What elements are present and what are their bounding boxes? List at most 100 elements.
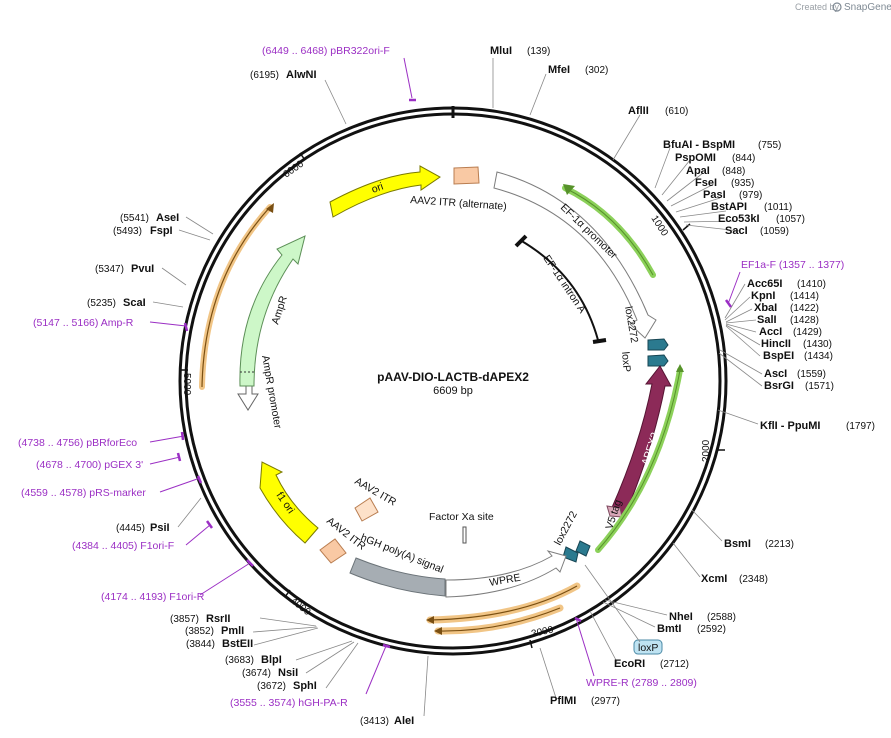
site-rsrii-pos: (3857) [170, 614, 199, 625]
site-blpi-name: BlpI [261, 654, 282, 666]
loxp-bottom-box-label: loxP [638, 642, 658, 654]
wpre-orange-arc-outer-core [429, 585, 578, 621]
site-apai-pos: (848) [722, 166, 745, 177]
site-scai-name: ScaI [123, 297, 146, 309]
site-mlui-pos: (139) [527, 46, 550, 57]
site-rsrii-name: RsrII [206, 613, 230, 625]
snapgene-brand: SnapGene [844, 2, 891, 13]
created-by-text: Created by [795, 2, 840, 12]
site-bsrgi-name: BsrGI [764, 380, 794, 392]
site-psii-pos: (4445) [116, 523, 145, 534]
site-pflmi-name: PflMI [550, 695, 576, 707]
left-orange-arc-core [201, 206, 271, 388]
site-bsrgi-pos: (1571) [805, 381, 834, 392]
primer-labels: (6449 .. 6468) pBR322ori-F EF1a-F (1357 … [18, 45, 844, 709]
site-scai-pos: (5235) [87, 298, 116, 309]
site-bstapi-name: BstAPI [711, 201, 747, 213]
site-xbai-pos: (1422) [790, 303, 819, 314]
site-psii-name: PsiI [150, 522, 170, 534]
lox2272-top-marker [647, 338, 669, 351]
plasmid-name: pAAV-DIO-LACTB-dAPEX2 [377, 370, 529, 384]
site-hincii-pos: (1430) [803, 339, 832, 350]
site-nhei-name: NheI [669, 611, 693, 623]
site-asei-pos: (5541) [120, 213, 149, 224]
site-pvui-name: PvuI [131, 263, 154, 275]
site-mfei-name: MfeI [548, 64, 570, 76]
ampr-promoter-label: AmpR promoter [259, 354, 284, 430]
site-pvui-pos: (5347) [95, 264, 124, 275]
factor-xa-marker [462, 526, 467, 544]
site-fsei-name: FseI [695, 177, 717, 189]
tick-6000 [299, 152, 306, 161]
ef1a-promoter-label: EF-1α promoter [558, 202, 620, 262]
site-apai-name: ApaI [686, 165, 710, 177]
ef1a-intron-start-cap [514, 234, 528, 248]
primer-prs-marker: (4559 .. 4578) pRS-marker [21, 487, 146, 499]
site-eco53ki-name: Eco53kI [718, 213, 760, 225]
primer-pgex3: (4678 .. 4700) pGEX 3' [36, 459, 143, 471]
site-kpni-name: KpnI [751, 290, 775, 302]
primer-wpre-r: WPRE-R (2789 .. 2809) [586, 677, 697, 689]
tick-label-4000: 4000 [288, 596, 313, 619]
site-sphi-name: SphI [293, 680, 317, 692]
ef1a-promoter-green-arc-inner [564, 187, 654, 276]
site-xbai-name: XbaI [754, 302, 777, 314]
wpre-label: WPRE [488, 572, 521, 589]
apex2-arrow [609, 365, 672, 518]
ef1a-promoter-arrow [493, 171, 657, 339]
site-saci-pos: (1059) [760, 226, 789, 237]
tick-3000 [529, 639, 533, 649]
primer-f1ori-r: (4174 .. 4193) F1ori-R [101, 591, 205, 603]
ori-label: ori [370, 181, 385, 196]
primer-pbr322ori-f: (6449 .. 6468) pBR322ori-F [262, 45, 390, 57]
primer-f1ori-f: (4384 .. 4405) F1ori-F [72, 540, 174, 552]
site-alwni-pos: (6195) [250, 70, 279, 81]
site-acci-pos: (1429) [793, 327, 822, 338]
site-aflii-pos: (610) [665, 106, 688, 117]
apex2-green-arrowhead-icon [676, 364, 684, 372]
wpre-orange-arrowhead-2-icon [434, 627, 442, 635]
site-kfli-pos: (1797) [846, 421, 875, 432]
wpre-orange-arc-inner-core [437, 607, 561, 632]
tick-label-2000: 2000 [701, 439, 712, 462]
aav2-itr-alternate-label: AAV2 ITR (alternate) [410, 194, 507, 213]
site-bstapi-pos: (1011) [764, 202, 792, 213]
site-eco53ki-pos: (1057) [776, 214, 805, 225]
factor-xa-label: Factor Xa site [429, 511, 494, 523]
primer-ef1a-f: EF1a-F (1357 .. 1377) [741, 259, 844, 271]
hgh-polya-bar [349, 557, 446, 597]
site-asci-pos: (1559) [797, 369, 826, 380]
site-ecori-pos: (2712) [660, 659, 689, 670]
site-pflmi-pos: (2977) [591, 696, 620, 707]
site-bspei-pos: (1434) [804, 351, 833, 362]
scale-ticks [181, 152, 725, 649]
aav2-itr-outer-box [319, 538, 347, 564]
site-fspi-pos: (5493) [113, 226, 142, 237]
site-sphi-pos: (3672) [257, 681, 286, 692]
site-alei-pos: (3413) [360, 716, 389, 727]
ef1a-intron-end-cap [592, 338, 607, 344]
ampr-label: AmpR [269, 294, 290, 326]
loxp-bottom-leader [584, 564, 641, 643]
site-bmti-pos: (2592) [697, 624, 726, 635]
site-bspei-name: BspEI [763, 350, 794, 362]
site-xcmi-pos: (2348) [739, 574, 768, 585]
site-pasi-name: PasI [703, 189, 726, 201]
site-pspomi-name: PspOMI [675, 152, 716, 164]
tick-4000 [284, 589, 291, 598]
plasmid-length: 6609 bp [433, 385, 473, 397]
loxp-top-marker [647, 354, 669, 367]
site-bsteii-pos: (3844) [186, 639, 215, 650]
site-bfuai-name: BfuAI - BspMI [663, 139, 735, 151]
site-pasi-pos: (979) [739, 190, 762, 201]
site-nhei-pos: (2588) [707, 612, 736, 623]
site-bsmi-pos: (2213) [765, 539, 794, 550]
ef1a-intron-arc [519, 239, 599, 341]
site-bfuai-pos: (755) [758, 140, 781, 151]
primer-amp-r: (5147 .. 5166) Amp-R [33, 317, 134, 329]
snapgene-logo-icon [832, 2, 842, 12]
primer-hgh-pa-r: (3555 .. 3574) hGH-PA-R [230, 697, 348, 709]
site-blpi-pos: (3683) [225, 655, 254, 666]
site-bmti-name: BmtI [657, 623, 681, 635]
